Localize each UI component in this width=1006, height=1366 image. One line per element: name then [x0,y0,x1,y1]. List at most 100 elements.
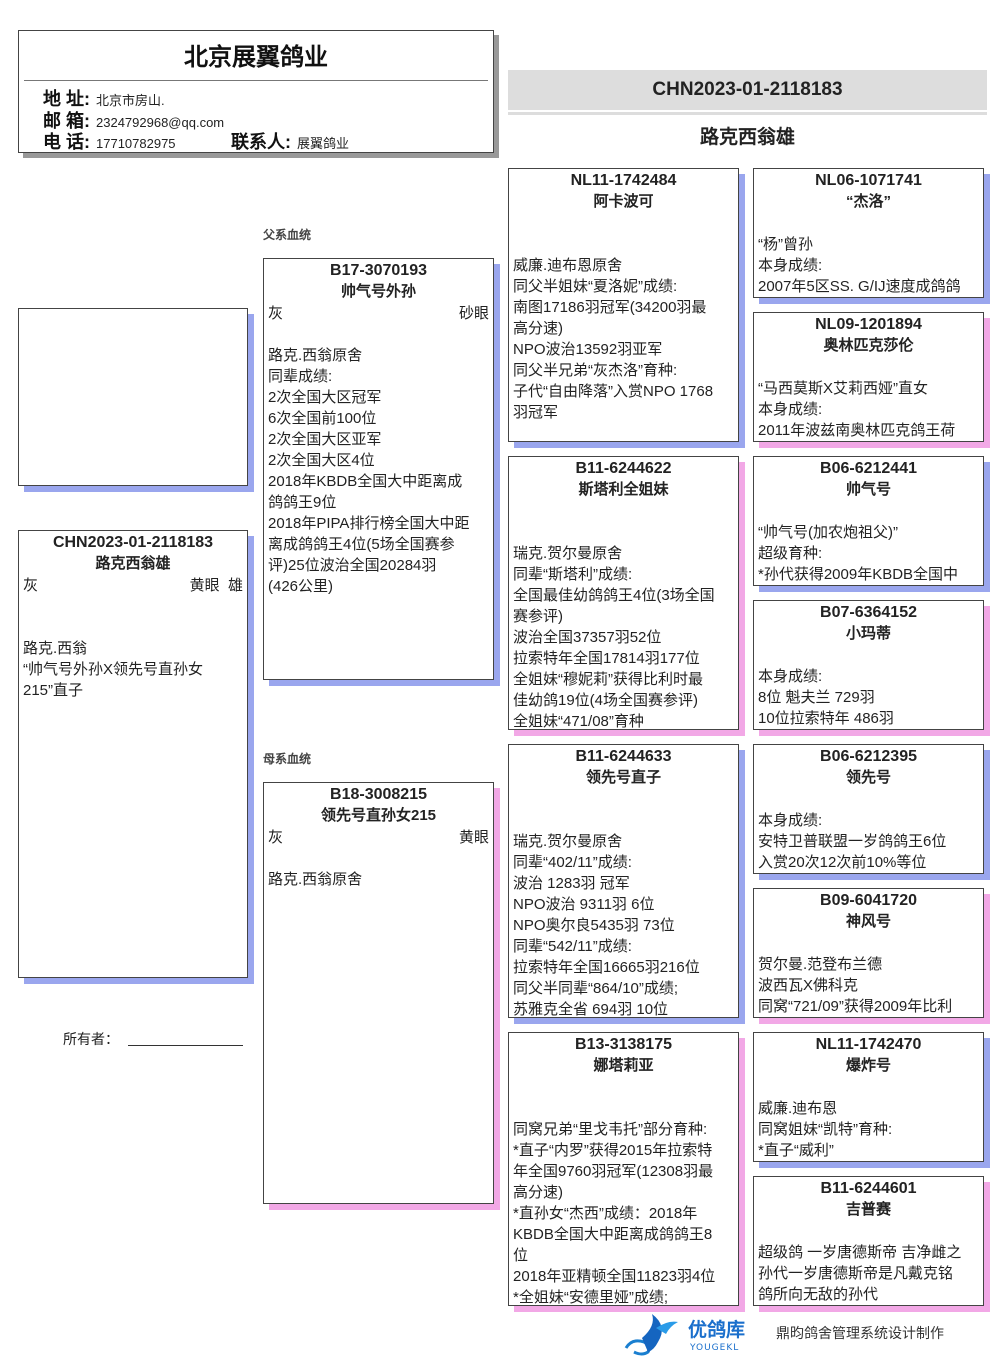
pedigree-notes: 本身成绩:安特卫普联盟一岁鸽鸽王6位入赏20次12次前10%等位 [754,810,983,873]
dam-card: B18-3008215 领先号直孙女215 灰黄眼路克.西翁原舍 [263,782,494,1204]
pigeon-name: 斯塔利全姐妹 [578,481,669,498]
ring-number: B11-6244633 [575,748,672,765]
ring-number: B18-3008215 [330,786,427,803]
note-line: 同父半姐妹“夏洛妮”成绩: [513,278,678,295]
note-line: 威廉.迪布恩原舍 [513,257,623,274]
note-line: 高分速) [513,1184,563,1201]
note-line: 超级育种: [758,545,823,562]
ring-number: NL06-1071741 [815,172,922,189]
note-line: 全国最佳幼鸽鸽王4位(3场全国 [513,587,715,604]
address-label: 地 址: [43,89,90,109]
note-line: 同窝兄弟“里戈韦托”部分育种: [513,1121,708,1138]
pedigree-notes: 贺尔曼.范登布兰德波西瓦X佛科克同窝“721/09”获得2009年比利 [754,954,983,1017]
email-row: 邮 箱:2324792968@qq.com [43,107,224,133]
contact-value: 展翼鸽业 [297,136,350,151]
note-line: 同父半同辈“864/10”成绩; [513,980,679,997]
title-divider [508,112,987,115]
ring-number: B09-6041720 [820,892,917,909]
pigeon-name: 爆炸号 [845,1057,891,1074]
eye-type: 黄眼 [458,829,489,846]
pedigree-notes: 威廉.迪布恩原舍同父半姐妹“夏洛妮”成绩:南图17186羽冠军(34200羽最高… [509,255,738,423]
pedigree-notes: “马西莫斯X艾莉西娅”直女本身成绩:2011年波兹南奥林匹克鸽王荷 [754,378,983,441]
pedigree-notes: 瑞克.贺尔曼原舍同辈“斯塔利”成绩:全国最佳幼鸽鸽王4位(3场全国赛参评)波治全… [509,543,738,730]
feather-color: 灰 [23,577,39,594]
note-line: 8位 魁夫兰 729羽 [758,689,875,706]
note-line: 子代“自由降落”入赏NPO 1768 [513,383,714,400]
note-line: 鸽所向无敌的孙代 [758,1286,879,1303]
email-value: 2324792968@qq.com [96,115,225,130]
note-line: 路克.西翁原舍 [268,347,363,364]
note-line: 苏雅克全省 694羽 10位 [513,1001,669,1018]
divider [24,80,488,81]
grandparent-card: B11-6244633 领先号直子瑞克.贺尔曼原舍同辈“402/11”成绩:波治 … [508,744,739,1018]
note-line: 南图17186羽冠军(34200羽最 [513,299,707,316]
note-line: 全姐妹“471/08”育种 [513,713,644,730]
contact-label: 联系人: [231,132,291,152]
note-line: 2次全国大区4位 [268,452,375,469]
pigeon-name: 领先号直子 [585,769,661,786]
pigeon-name: 领先号直孙女215 [320,807,437,824]
grandparent-card: B11-6244622 斯塔利全姐妹瑞克.贺尔曼原舍同辈“斯塔利”成绩:全国最佳幼… [508,456,739,730]
photo-placeholder [18,308,248,486]
note-line: 赛参评) [513,608,563,625]
note-line: 2018年PIPA排行榜全国大中距 [268,515,470,532]
note-line: 路克.西翁原舍 [268,871,363,888]
note-line: 本身成绩: [758,401,823,418]
pigeon-name: 娜塔莉亚 [593,1057,654,1074]
sex: 雄 [227,577,243,594]
note-line: 2011年波兹南奥林匹克鸽王荷 [758,422,956,439]
note-line: *孙代获得2009年KBDB全国中 [758,566,959,583]
company-name: 北京展翼鸽业 [184,44,328,71]
note-line: 超级鸽 一岁唐德斯帝 吉净雌之 [758,1244,962,1261]
traits-row: 灰 砂眼 [264,303,493,324]
note-line: 同窝姐妹“凯特”育种: [758,1121,893,1138]
note-line: 年全国9760羽冠军(12308羽最 [513,1163,714,1180]
ring-number: B11-6244622 [575,460,672,477]
note-line: 10位拉索特年 486羽 [758,710,894,727]
pedigree-notes: 超级鸽 一岁唐德斯帝 吉净雌之孙代一岁唐德斯帝是凡戴克铭鸽所向无敌的孙代 [754,1242,983,1305]
note-line: 同辈成绩: [268,368,333,385]
note-line: 6次全国前100位 [268,410,377,427]
note-line: *直子“威利” [758,1142,834,1159]
eye-type: 黄眼 [189,577,220,594]
note-line: “帅气号外孙X领先号直孙女 [23,661,204,678]
note-line: 2次全国大区亚军 [268,431,382,448]
note-line: *直子“内罗”获得2015年拉索特 [513,1142,713,1159]
note-line: 2018年KBDB全国大中距离成 [268,473,463,490]
note-line: (426公里) [268,578,334,595]
note-line: NPO波治 9311羽 6位 [513,896,655,913]
note-line: 贺尔曼.范登布兰德 [758,956,883,973]
note-line: “帅气号(加农炮祖父)” [758,524,898,541]
phone-label: 电 话: [43,132,90,152]
ring-number: B07-6364152 [820,604,917,621]
sire-line-label: 父系血统 [263,228,312,242]
pedigree-notes: “帅气号(加农炮祖父)” 超级育种: *孙代获得2009年KBDB全国中 [754,522,983,585]
note-line: *全姐妹“安德里娅”成绩; [513,1289,668,1306]
owner-field[interactable] [128,1045,243,1046]
note-line: 入赏20次12次前10%等位 [758,854,927,871]
note-line: “杨”曾孙 [758,236,813,253]
note-line: 波治全国37357羽52位 [513,629,662,646]
traits-row: 灰黄眼 [264,827,493,848]
feather-color: 灰 [268,305,284,322]
title-name: 路克西翁雄 [699,127,795,148]
eye-type: 砂眼 [458,305,489,322]
note-line: 路克.西翁 [23,640,88,657]
pigeon-name: 阿卡波可 [593,193,654,210]
great-grandparent-card: NL06-1071741“杰洛”“杨”曾孙本身成绩:2007年5区SS. G/I… [753,168,984,298]
pigeon-name: 领先号 [845,769,891,786]
contact-row: 联系人: 展翼鸽业 [231,128,349,154]
logo-text-cn: 优鸽库 [688,1318,745,1341]
ring-number: B11-6244601 [820,1180,917,1197]
note-line: 拉索特年全国17814羽177位 [513,650,700,667]
address-value: 北京市房山. [96,93,165,108]
